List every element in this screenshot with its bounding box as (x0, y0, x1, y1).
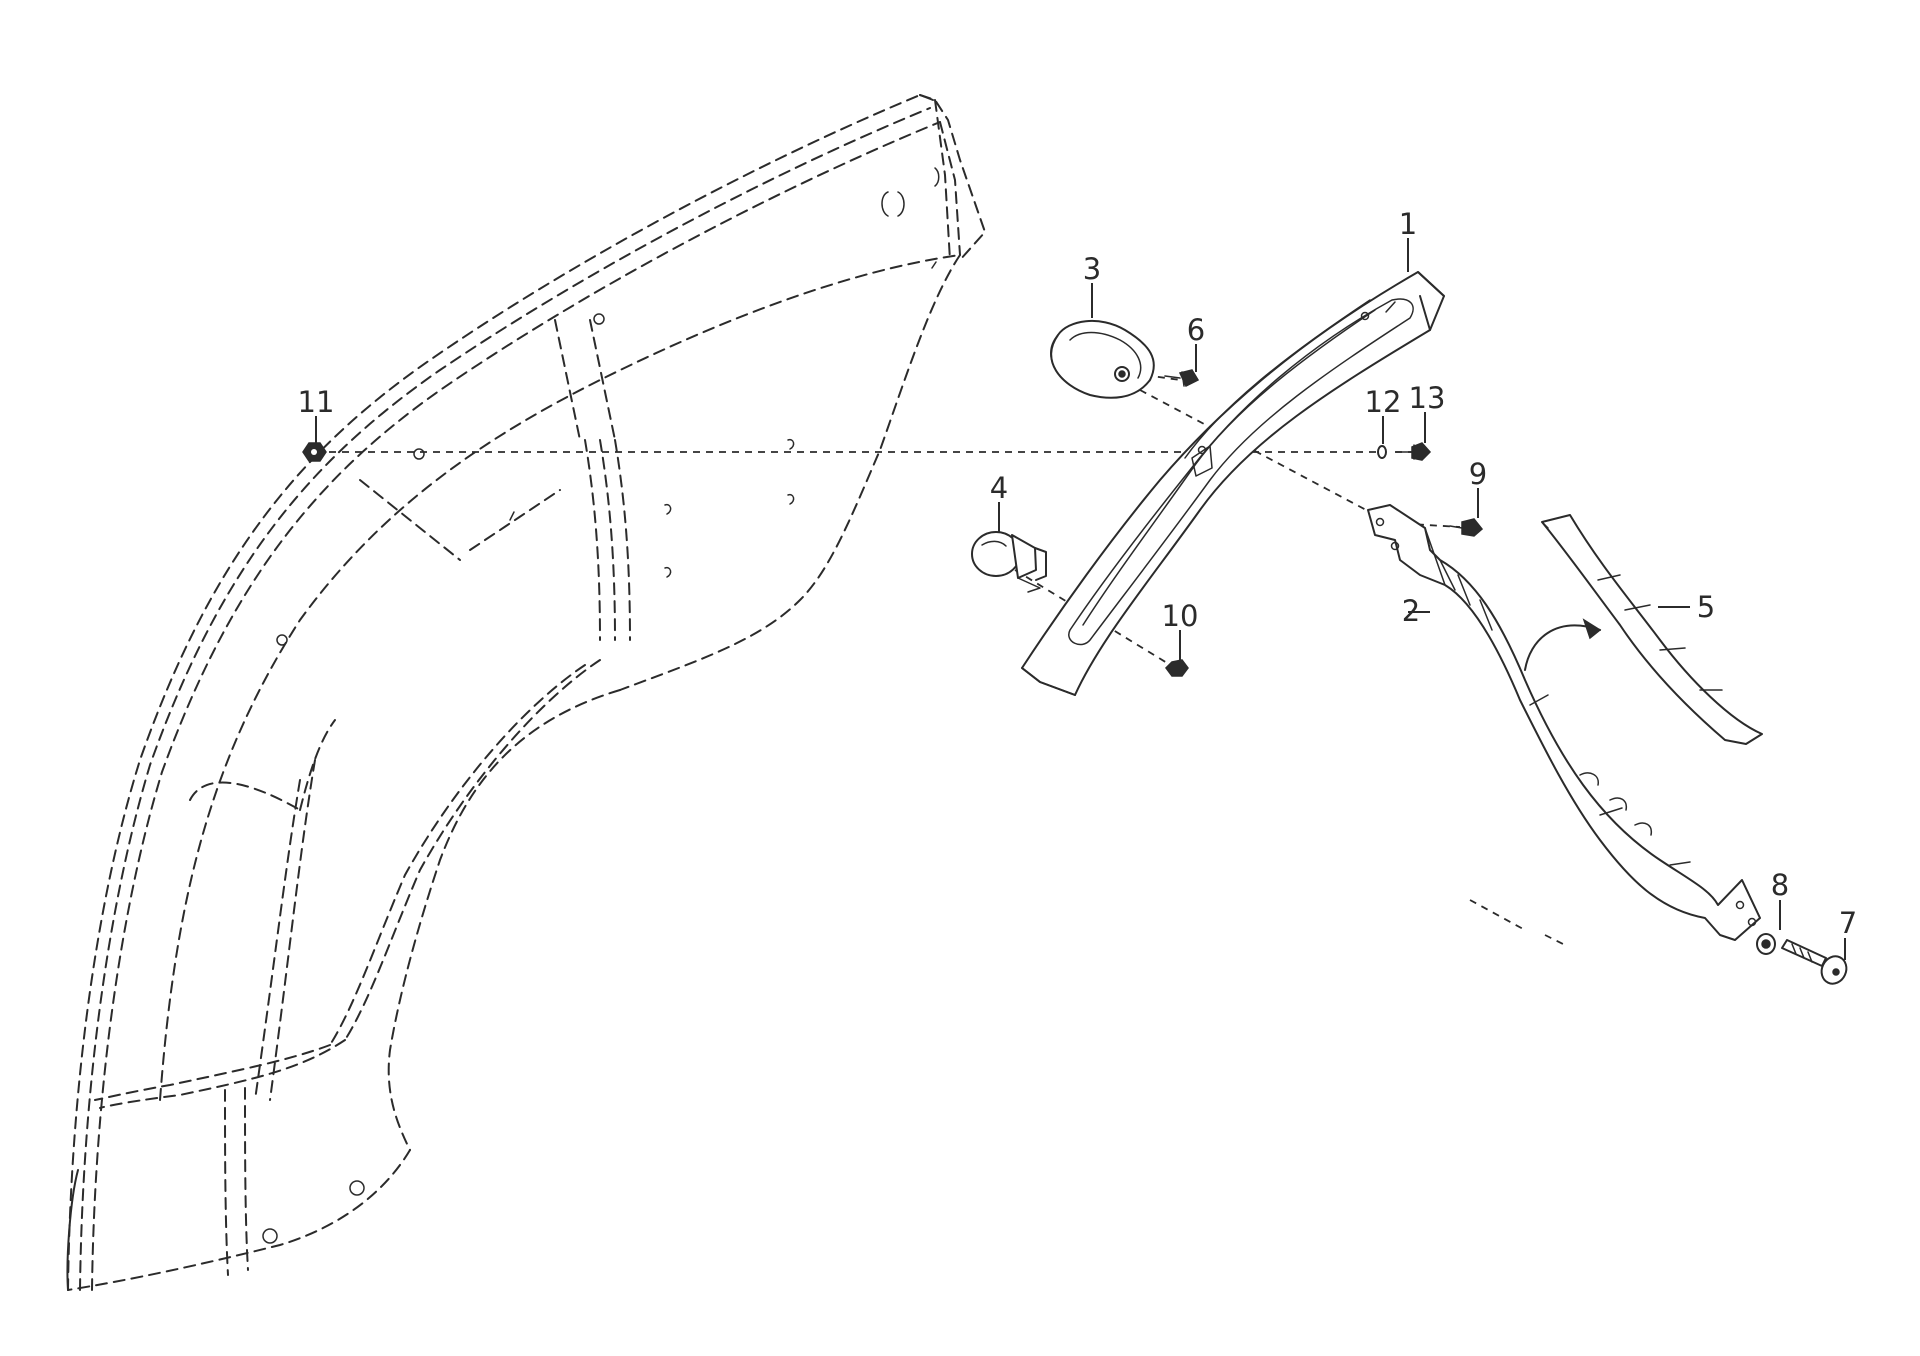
callout-9: 9 (1469, 457, 1487, 491)
part-2-bracket (1367, 504, 1761, 941)
fastener-7-screw (1781, 939, 1848, 985)
callout-5: 5 (1697, 590, 1715, 624)
callout-7: 7 (1839, 906, 1857, 940)
callout-1: 1 (1399, 207, 1417, 241)
fastener-11-nut (302, 442, 327, 462)
callout-8: 8 (1771, 868, 1789, 902)
callout-labels: 1 3 6 11 12 13 9 4 10 2 5 8 7 (298, 207, 1858, 940)
part-1-handle-rail (1021, 271, 1445, 696)
fastener-9-bolt (1449, 518, 1484, 537)
callout-2: 2 (1402, 594, 1420, 628)
callout-6: 6 (1187, 313, 1205, 347)
fender-panel (66, 94, 987, 1291)
part-3-end-cap (1050, 319, 1155, 399)
curved-arrow (1524, 618, 1602, 671)
fastener-13-bolt (1395, 442, 1432, 461)
fastener-6-bolt (1164, 369, 1200, 388)
fastener-10-nut (1165, 659, 1189, 677)
leader-lines (315, 238, 1846, 960)
callout-13: 13 (1409, 381, 1446, 415)
part-4-knob (971, 531, 1047, 593)
callout-3: 3 (1083, 252, 1101, 286)
callout-4: 4 (990, 471, 1008, 505)
alignment-lines (316, 374, 1566, 946)
callout-10: 10 (1162, 599, 1199, 633)
fastener-12-washer (1377, 445, 1387, 459)
fastener-8-washer (1756, 933, 1776, 955)
part-5-pad (1541, 514, 1763, 745)
callout-11: 11 (298, 385, 335, 419)
callout-12: 12 (1365, 385, 1402, 419)
